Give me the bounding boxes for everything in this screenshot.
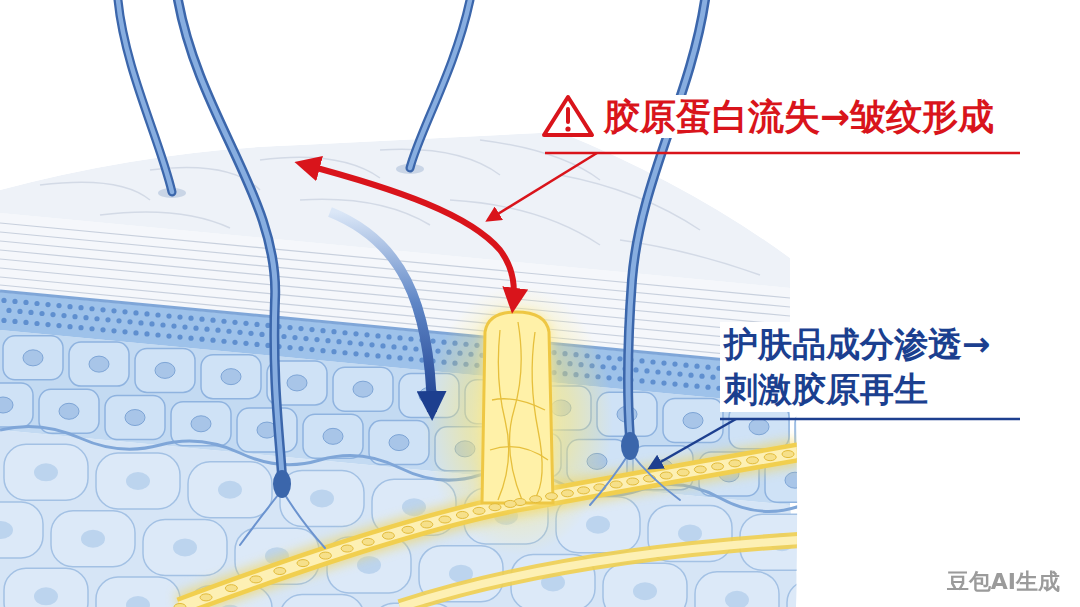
hair-bulb: [621, 432, 639, 460]
hair-bulb: [273, 470, 291, 498]
callout-underline: [720, 418, 1020, 421]
surface-texture: [40, 140, 760, 275]
text-line: 护肤品成分渗透→: [724, 322, 991, 367]
callout-underline: [545, 152, 1020, 155]
column-fibres: [490, 322, 548, 500]
collagen-column: [482, 312, 553, 503]
leader-line: [488, 153, 597, 220]
layer-line: [0, 291, 790, 366]
hairs: [118, 0, 705, 548]
collagen-fibre-core: [400, 540, 800, 607]
collagen-fibre: [400, 540, 800, 607]
fibre-beads: [174, 451, 794, 607]
callout-text: 护肤品成分渗透→ 刺激胶原再生: [720, 322, 995, 412]
watermark: 豆包AI生成: [943, 569, 1064, 595]
leader-line: [650, 419, 736, 468]
penetration-arrow: [330, 212, 432, 412]
column-glow: [482, 312, 553, 503]
text-line: 刺激胶原再生: [724, 367, 991, 412]
callout-text: 胶原蛋白流失→皱纹形成: [600, 95, 998, 138]
loss-arrow: [302, 164, 514, 306]
warning-icon: [544, 97, 592, 135]
